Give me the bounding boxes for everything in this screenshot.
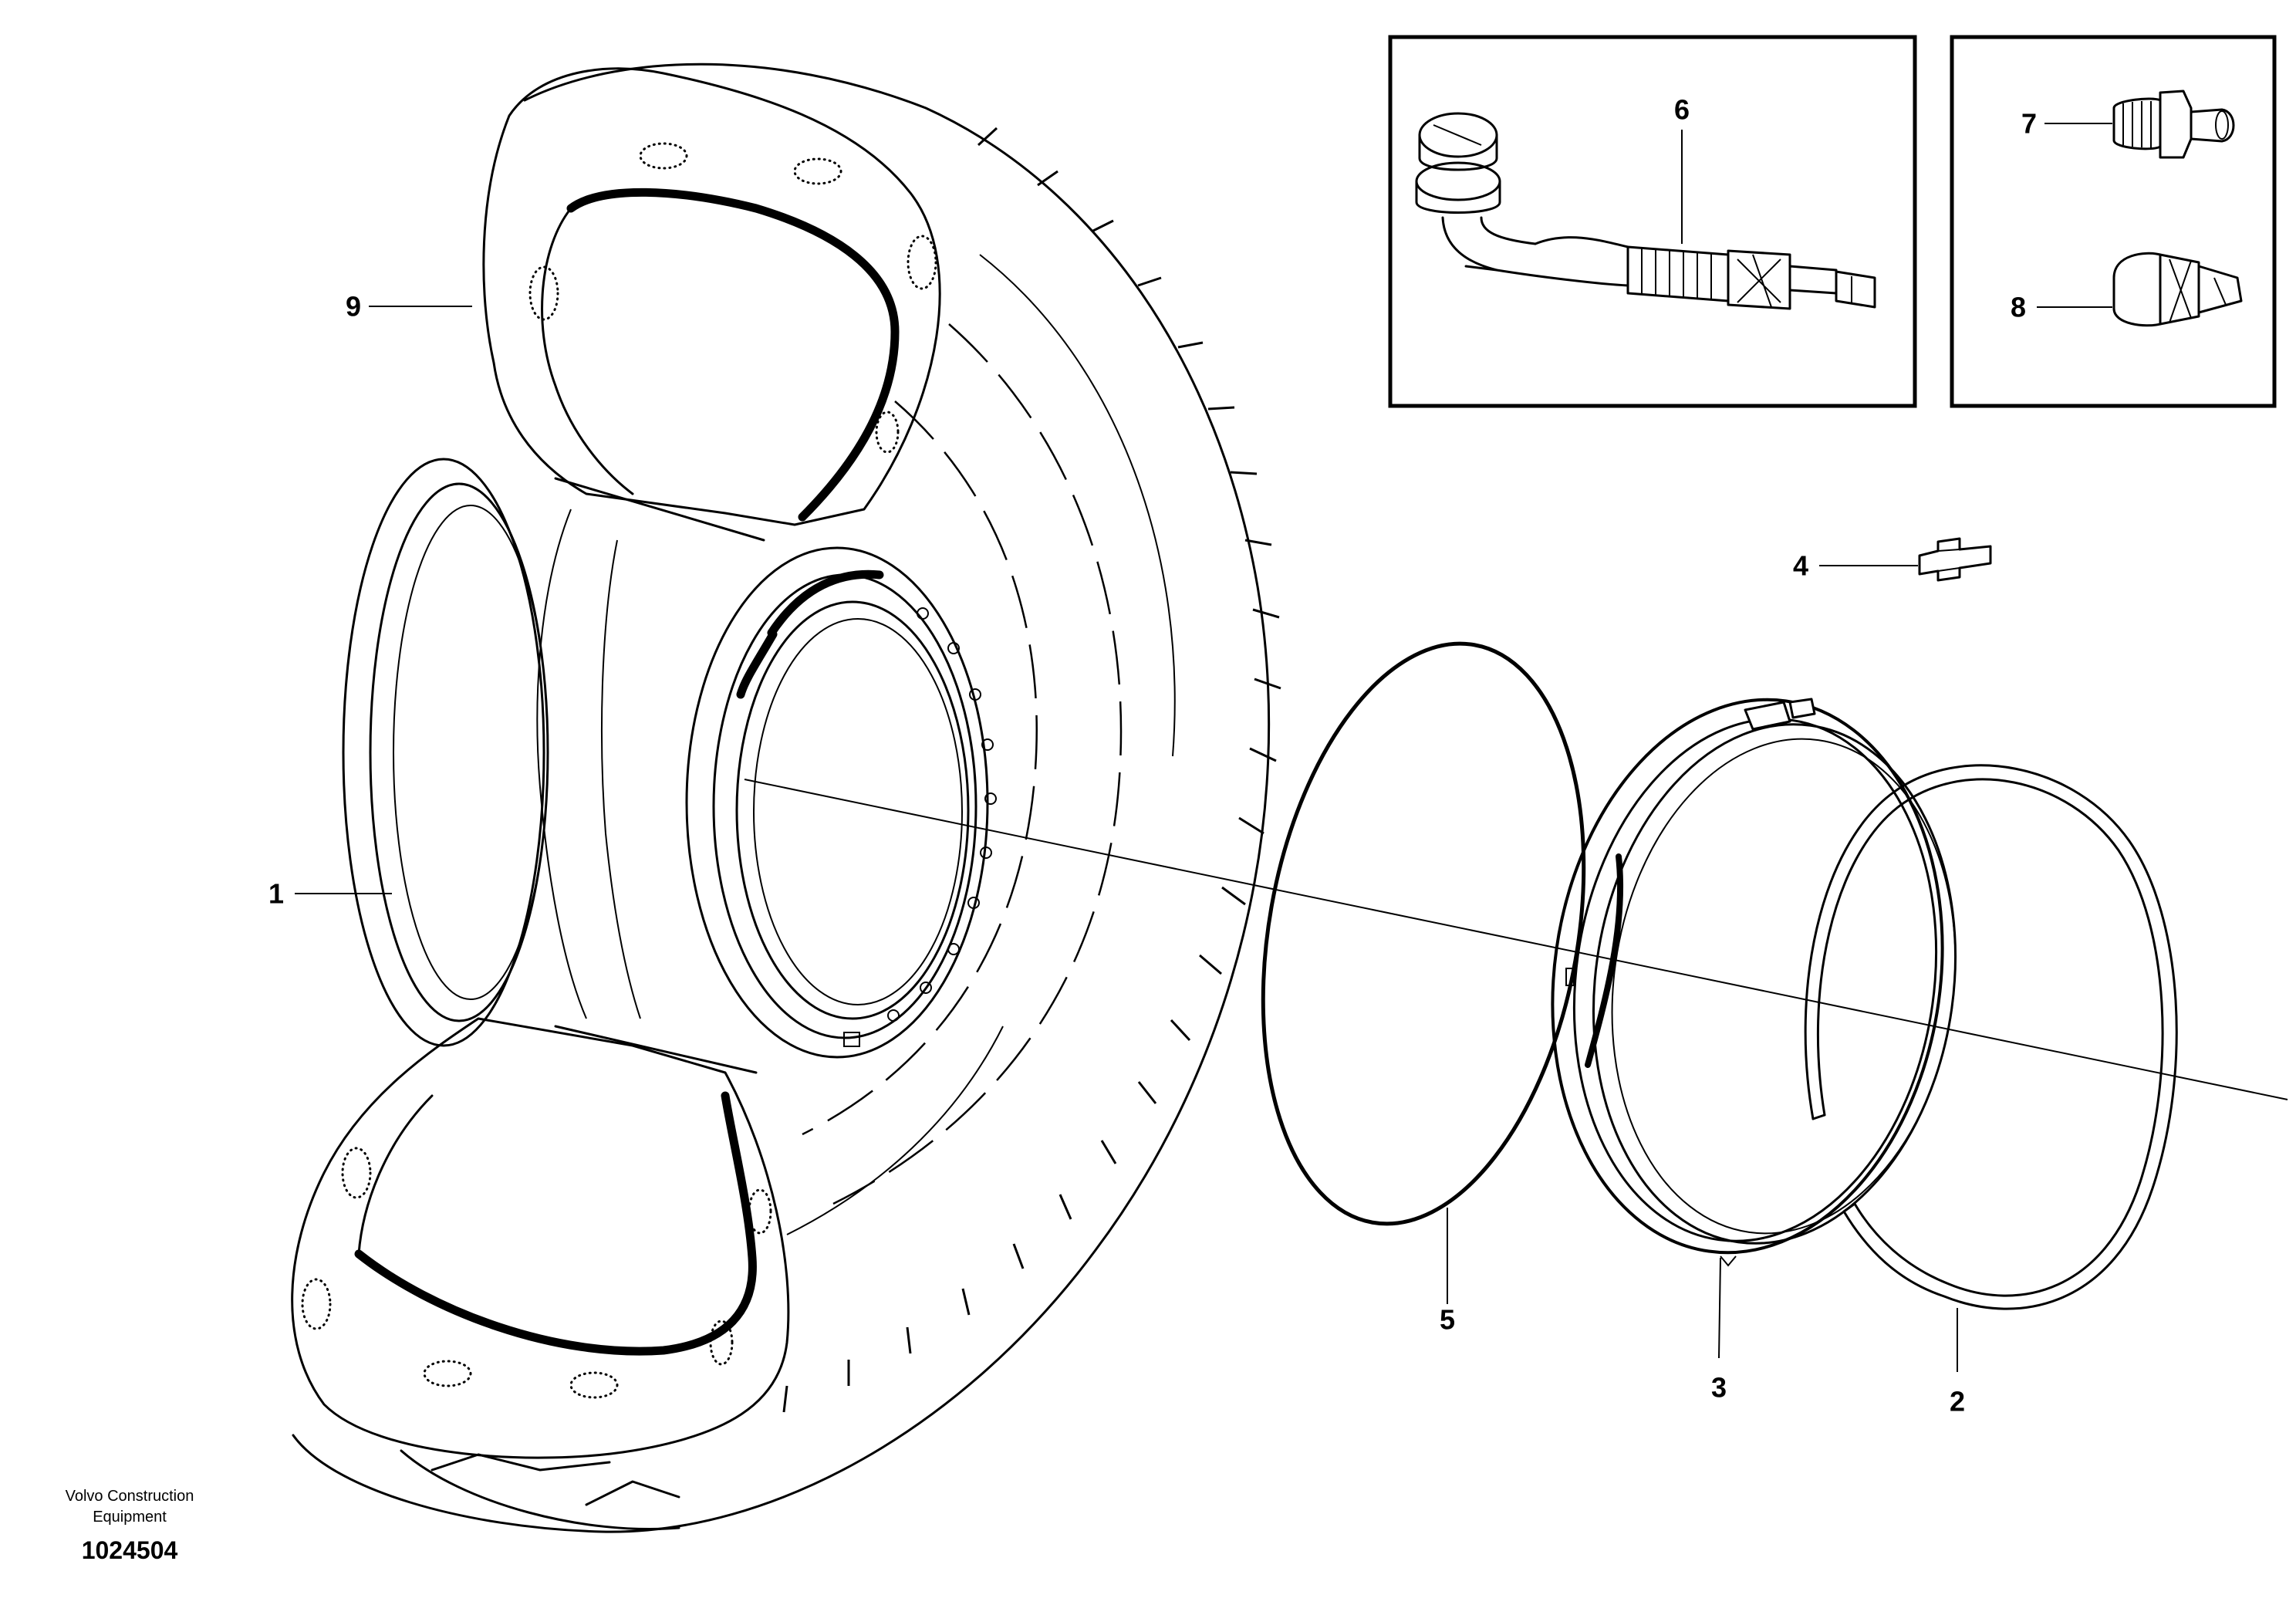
callout-9: 9: [346, 291, 361, 323]
callout-7: 7: [2021, 108, 2037, 140]
callout-4: 4: [1793, 550, 1808, 582]
footer: Volvo Construction Equipment 1024504: [66, 1488, 194, 1564]
fitting-part-7: [2112, 90, 2235, 159]
drawing-number: 1024504: [82, 1536, 178, 1564]
callout-3: 3: [1711, 1372, 1727, 1404]
rim-bolt-holes: [843, 607, 997, 1047]
rim: [342, 458, 997, 1074]
valve-inset: [1388, 35, 1917, 408]
bead-seat-band: [1551, 698, 1957, 1267]
fittings-inset: [1950, 35, 2277, 408]
leader-3: [1718, 1257, 1721, 1359]
callout-6: 6: [1674, 94, 1690, 126]
leader-lines: [295, 123, 2112, 1372]
o-ring: [1261, 641, 1586, 1226]
valve-inset-frame: [1388, 35, 1917, 408]
tire: [291, 63, 1281, 1533]
fittings-inset-frame: [1950, 35, 2277, 408]
rim-key: [1918, 537, 1992, 582]
callout-2: 2: [1950, 1386, 1965, 1418]
callout-5: 5: [1440, 1304, 1455, 1336]
callout-8: 8: [2011, 292, 2026, 323]
callouts: 9 1 6 7 8 4 5 3 2: [268, 94, 2037, 1418]
lock-ring: [1804, 764, 2178, 1310]
brand-line-1: Volvo Construction: [66, 1488, 194, 1505]
assembly-axis-line: [744, 779, 2288, 1100]
valve-cap-part-8: [2112, 252, 2243, 327]
brand-line-2: Equipment: [93, 1509, 167, 1526]
callout-1: 1: [268, 878, 284, 910]
